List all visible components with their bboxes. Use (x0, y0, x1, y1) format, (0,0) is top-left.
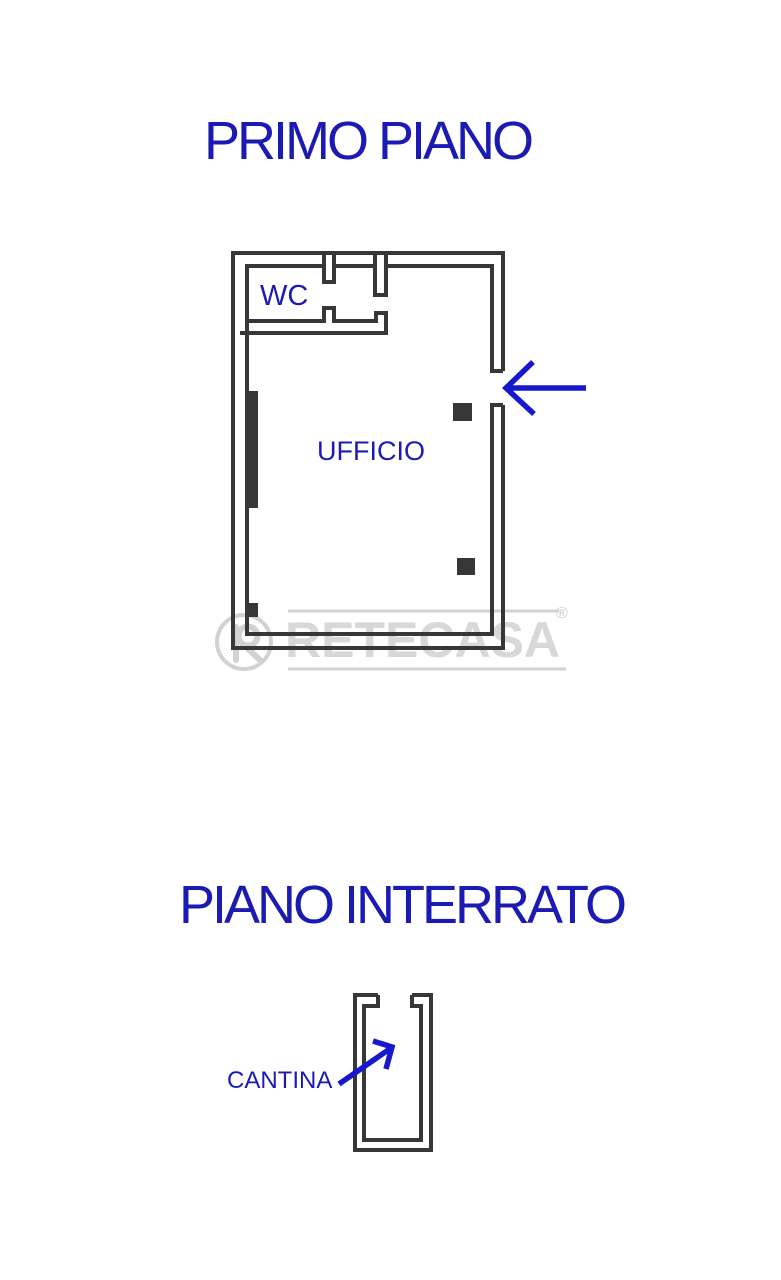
floor1-inner-wall-main (245, 264, 503, 636)
room-label-wc: WC (260, 280, 309, 312)
left-wall-window-bar (245, 391, 258, 508)
floor1-solid-elements (245, 391, 475, 617)
entrance-arrow-head (501, 360, 536, 417)
floor2-title: PIANO INTERRATO (179, 875, 627, 935)
left-wall-block (245, 603, 258, 617)
cantina-arrow-icon (337, 1038, 396, 1087)
pillar-lower (457, 558, 475, 575)
wc-partition-wall (240, 306, 388, 335)
room-label-ufficio: UFFICIO (317, 436, 425, 466)
room-label-cantina: CANTINA (227, 1067, 333, 1094)
floor1-title: PRIMO PIANO (204, 111, 534, 171)
cantina-arrow-shaft (337, 1045, 393, 1087)
cantina-inner-wall (362, 995, 423, 1142)
vestibule-door-jamb-upper (373, 253, 388, 297)
floor1-walls (231, 251, 505, 650)
floor2-walls (353, 993, 433, 1152)
entrance-arrow-icon (501, 360, 586, 417)
cantina-arrow-head (372, 1038, 396, 1070)
pillar-upper (453, 403, 472, 421)
floor1-outer-wall (231, 251, 505, 650)
retecasa-watermark-graphics (215, 609, 566, 671)
floor1-inner-wall-upper-right (386, 264, 503, 373)
cantina-outer-wall (353, 993, 433, 1152)
wc-door-jamb-upper (322, 253, 336, 284)
retecasa-watermark-text: RETECASA (285, 612, 561, 668)
retecasa-r-circle-logo (215, 613, 273, 671)
registered-trademark-symbol: ® (556, 605, 568, 622)
